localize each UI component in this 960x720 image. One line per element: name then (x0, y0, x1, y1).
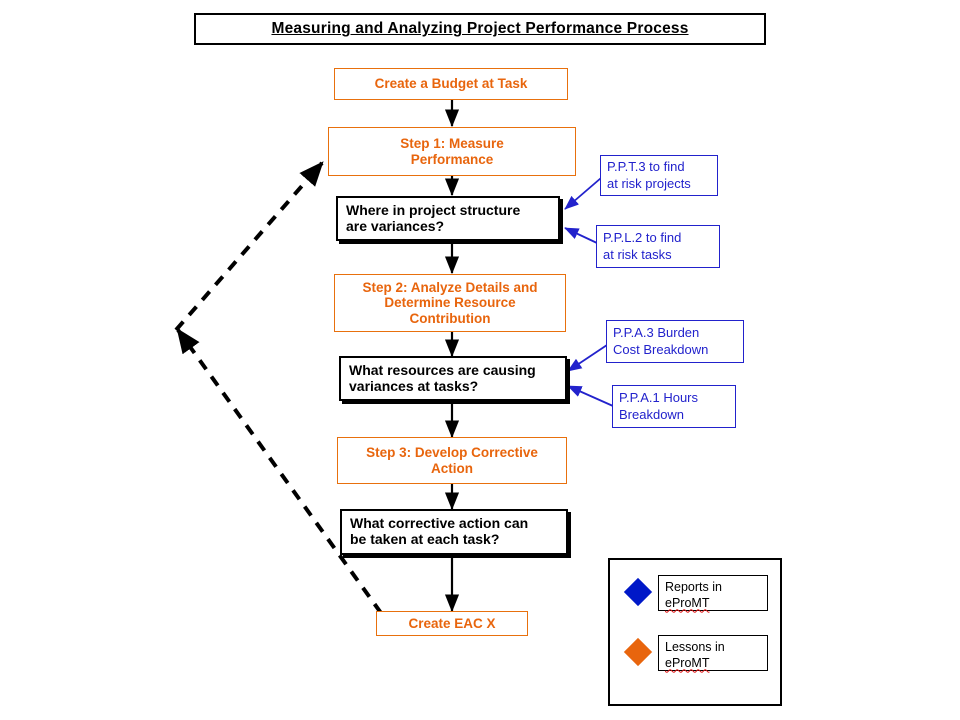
report-box-ppt3[interactable]: P.P.T.3 to find at risk projects (600, 155, 718, 196)
question-box-where-variances[interactable]: Where in project structure are variances… (336, 196, 560, 241)
question-box-what-resources[interactable]: What resources are causing variances at … (339, 356, 567, 401)
process-box-create-eac[interactable]: Create EAC X (376, 611, 528, 636)
blue-diamond-icon (623, 577, 653, 607)
legend-panel: Reports in eProMT Lessons in eProMT (608, 558, 782, 706)
question-box-label: What resources are causing variances at … (349, 361, 536, 394)
report-box-label: P.P.A.1 Hours Breakdown (619, 390, 699, 422)
legend-item-line2: eProMT (665, 656, 710, 671)
legend-item-reports[interactable]: Reports in eProMT (658, 575, 768, 611)
arrow-ppt3-to-q1 (564, 177, 602, 210)
feedback-loop-upper (174, 161, 324, 332)
diagram-title: Measuring and Analyzing Project Performa… (194, 13, 766, 45)
process-box-step-3[interactable]: Step 3: Develop Corrective Action (337, 437, 567, 484)
legend-item-lessons[interactable]: Lessons in eProMT (658, 635, 768, 671)
report-box-ppa1[interactable]: P.P.A.1 Hours Breakdown (612, 385, 736, 428)
process-box-label: Create EAC X (408, 615, 496, 631)
arrow-ppa1-to-q2 (567, 385, 614, 407)
page-title: Measuring and Analyzing Project Performa… (271, 20, 689, 38)
question-box-label: What corrective action can be taken at e… (350, 515, 529, 547)
process-box-label: Step 2: Analyze Details and Determine Re… (362, 280, 538, 326)
report-box-label: P.P.T.3 to find at risk projects (607, 159, 691, 191)
question-box-corrective-action[interactable]: What corrective action can be taken at e… (340, 509, 568, 555)
process-box-create-budget[interactable]: Create a Budget at Task (334, 68, 568, 100)
legend-item-line1: Lessons in (665, 640, 725, 654)
report-box-ppa3[interactable]: P.P.A.3 Burden Cost Breakdown (606, 320, 744, 363)
process-box-step-2[interactable]: Step 2: Analyze Details and Determine Re… (334, 274, 566, 332)
legend-item-line1: Reports in (665, 580, 722, 594)
report-box-label: P.P.A.3 Burden Cost Breakdown (613, 325, 709, 357)
process-box-step-1[interactable]: Step 1: Measure Performance (328, 127, 576, 176)
report-box-label: P.P.L.2 to find at risk tasks (603, 230, 682, 262)
report-box-ppl2[interactable]: P.P.L.2 to find at risk tasks (596, 225, 720, 268)
question-box-label: Where in project structure are variances… (346, 201, 521, 234)
arrow-ppl2-to-q1 (564, 227, 598, 244)
process-box-label: Step 1: Measure Performance (400, 136, 504, 167)
legend-item-line2: eProMT (665, 596, 710, 611)
arrow-ppa3-to-q2 (567, 344, 608, 372)
orange-diamond-icon (623, 637, 653, 667)
process-box-label: Step 3: Develop Corrective Action (366, 445, 538, 476)
process-box-label: Create a Budget at Task (374, 76, 528, 92)
